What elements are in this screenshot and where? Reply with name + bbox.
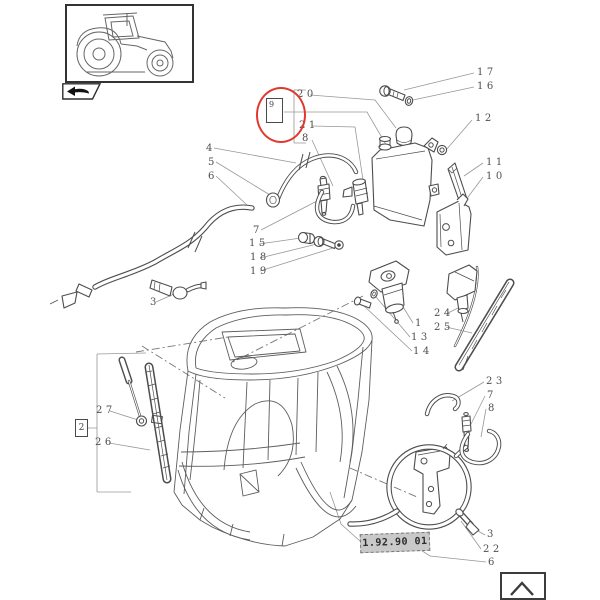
ref-box-2[interactable]: 2 [75,419,88,437]
hose-6-loop [347,444,472,530]
hose-8-top [314,189,356,225]
washer-jet-left [149,279,207,300]
tractor-overview-art [76,12,174,77]
bracket-10 [436,193,472,256]
bolt-14 [353,296,372,309]
wiper-blade-rear [454,278,515,372]
bolt-18 [313,235,337,250]
next-figure-button[interactable] [500,572,546,600]
wiper-motor-front [368,260,410,324]
washer-jet-bottom [442,443,448,450]
washer-13 [370,289,378,299]
ref-box-2-label: 2 [78,423,85,433]
cab-frame [173,307,373,547]
wiper-arm-front [118,356,148,427]
grommet-5 [265,192,281,208]
hose-6-front [49,204,255,309]
nut-19 [334,240,344,250]
hose-4 [273,151,359,207]
bracket-plate-bottom [413,446,451,515]
washer-pump [342,178,369,216]
nut-12 [436,144,448,156]
pin-22 [455,508,480,536]
wiper-blade-front [144,362,172,484]
figure-code-label: 1.92.90 01 [362,535,428,550]
next-arrow-icon [510,581,534,596]
hose-23 [424,393,461,417]
back-button[interactable] [62,83,102,100]
leader-lines [87,72,487,563]
hose-8-right [459,428,502,466]
back-arrow-icon [67,86,89,96]
figure-code-box[interactable]: 1.92.90 01 [359,531,431,554]
assembly-axis-lines [135,295,418,498]
highlight-circle [256,87,306,143]
overview-thumbnail[interactable] [65,4,194,83]
bolt-17 [379,85,406,102]
washer-reservoir [371,135,440,227]
filler-cap [395,126,413,147]
bushing-15 [297,231,316,245]
wiper-motor-rear [446,264,479,348]
washer-16 [404,96,414,106]
